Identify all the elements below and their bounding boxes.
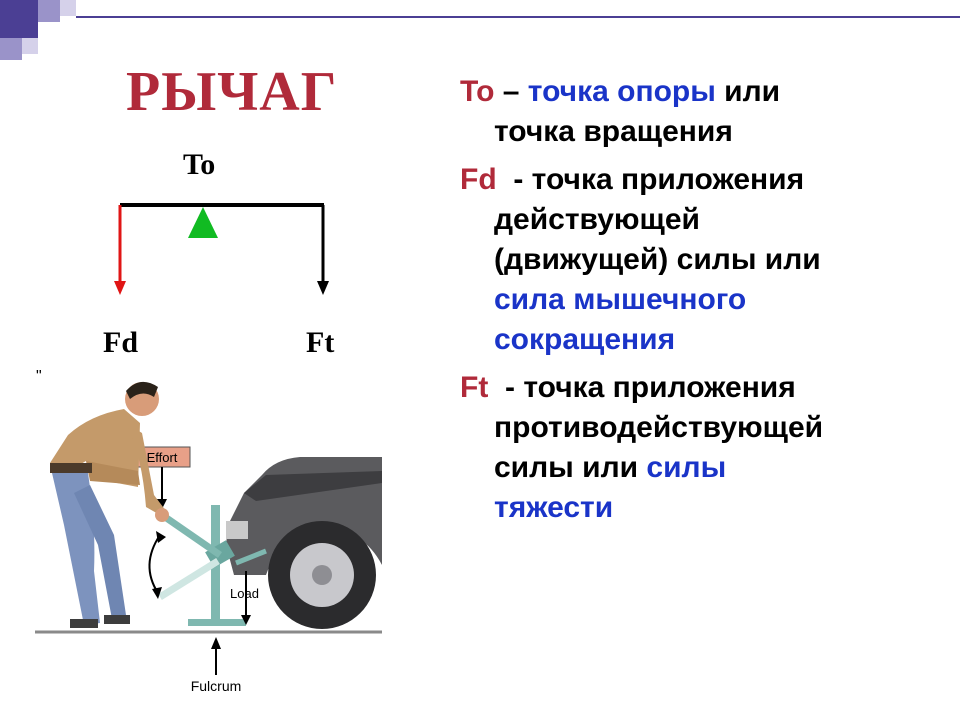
fulcrum-label: Fulcrum xyxy=(191,678,242,694)
term-ft: Ft xyxy=(460,371,489,404)
definition-fd: Fd - точка приложения действующей (движу… xyxy=(460,163,821,356)
lever-label-fd: Fd xyxy=(103,326,139,359)
car-headlight xyxy=(226,521,248,539)
definition-to: To – точка опоры или точка вращения xyxy=(460,75,781,148)
lever-label-ft: Ft xyxy=(306,326,335,359)
lever-diagram xyxy=(114,203,329,295)
man-figure xyxy=(50,381,169,628)
definitions: To – точка опоры или точка вращения Fd -… xyxy=(460,72,930,536)
car-jack-illustration: Effort Load Fulcrum xyxy=(35,381,382,694)
jack-handle xyxy=(163,514,222,558)
definition-ft: Ft - точка приложения противодействующей… xyxy=(460,371,824,524)
load-arrow-head xyxy=(317,281,329,295)
term-to: To xyxy=(460,75,495,108)
fulcrum-triangle xyxy=(188,207,218,238)
effort-arrow-head xyxy=(114,281,126,295)
stray-quote-mark: " xyxy=(36,368,42,385)
effort-label: Effort xyxy=(147,450,178,465)
slide-title: РЫЧАГ xyxy=(126,61,338,123)
term-fd: Fd xyxy=(460,163,497,196)
lever-label-to: To xyxy=(183,148,216,181)
load-label: Load xyxy=(230,586,259,601)
